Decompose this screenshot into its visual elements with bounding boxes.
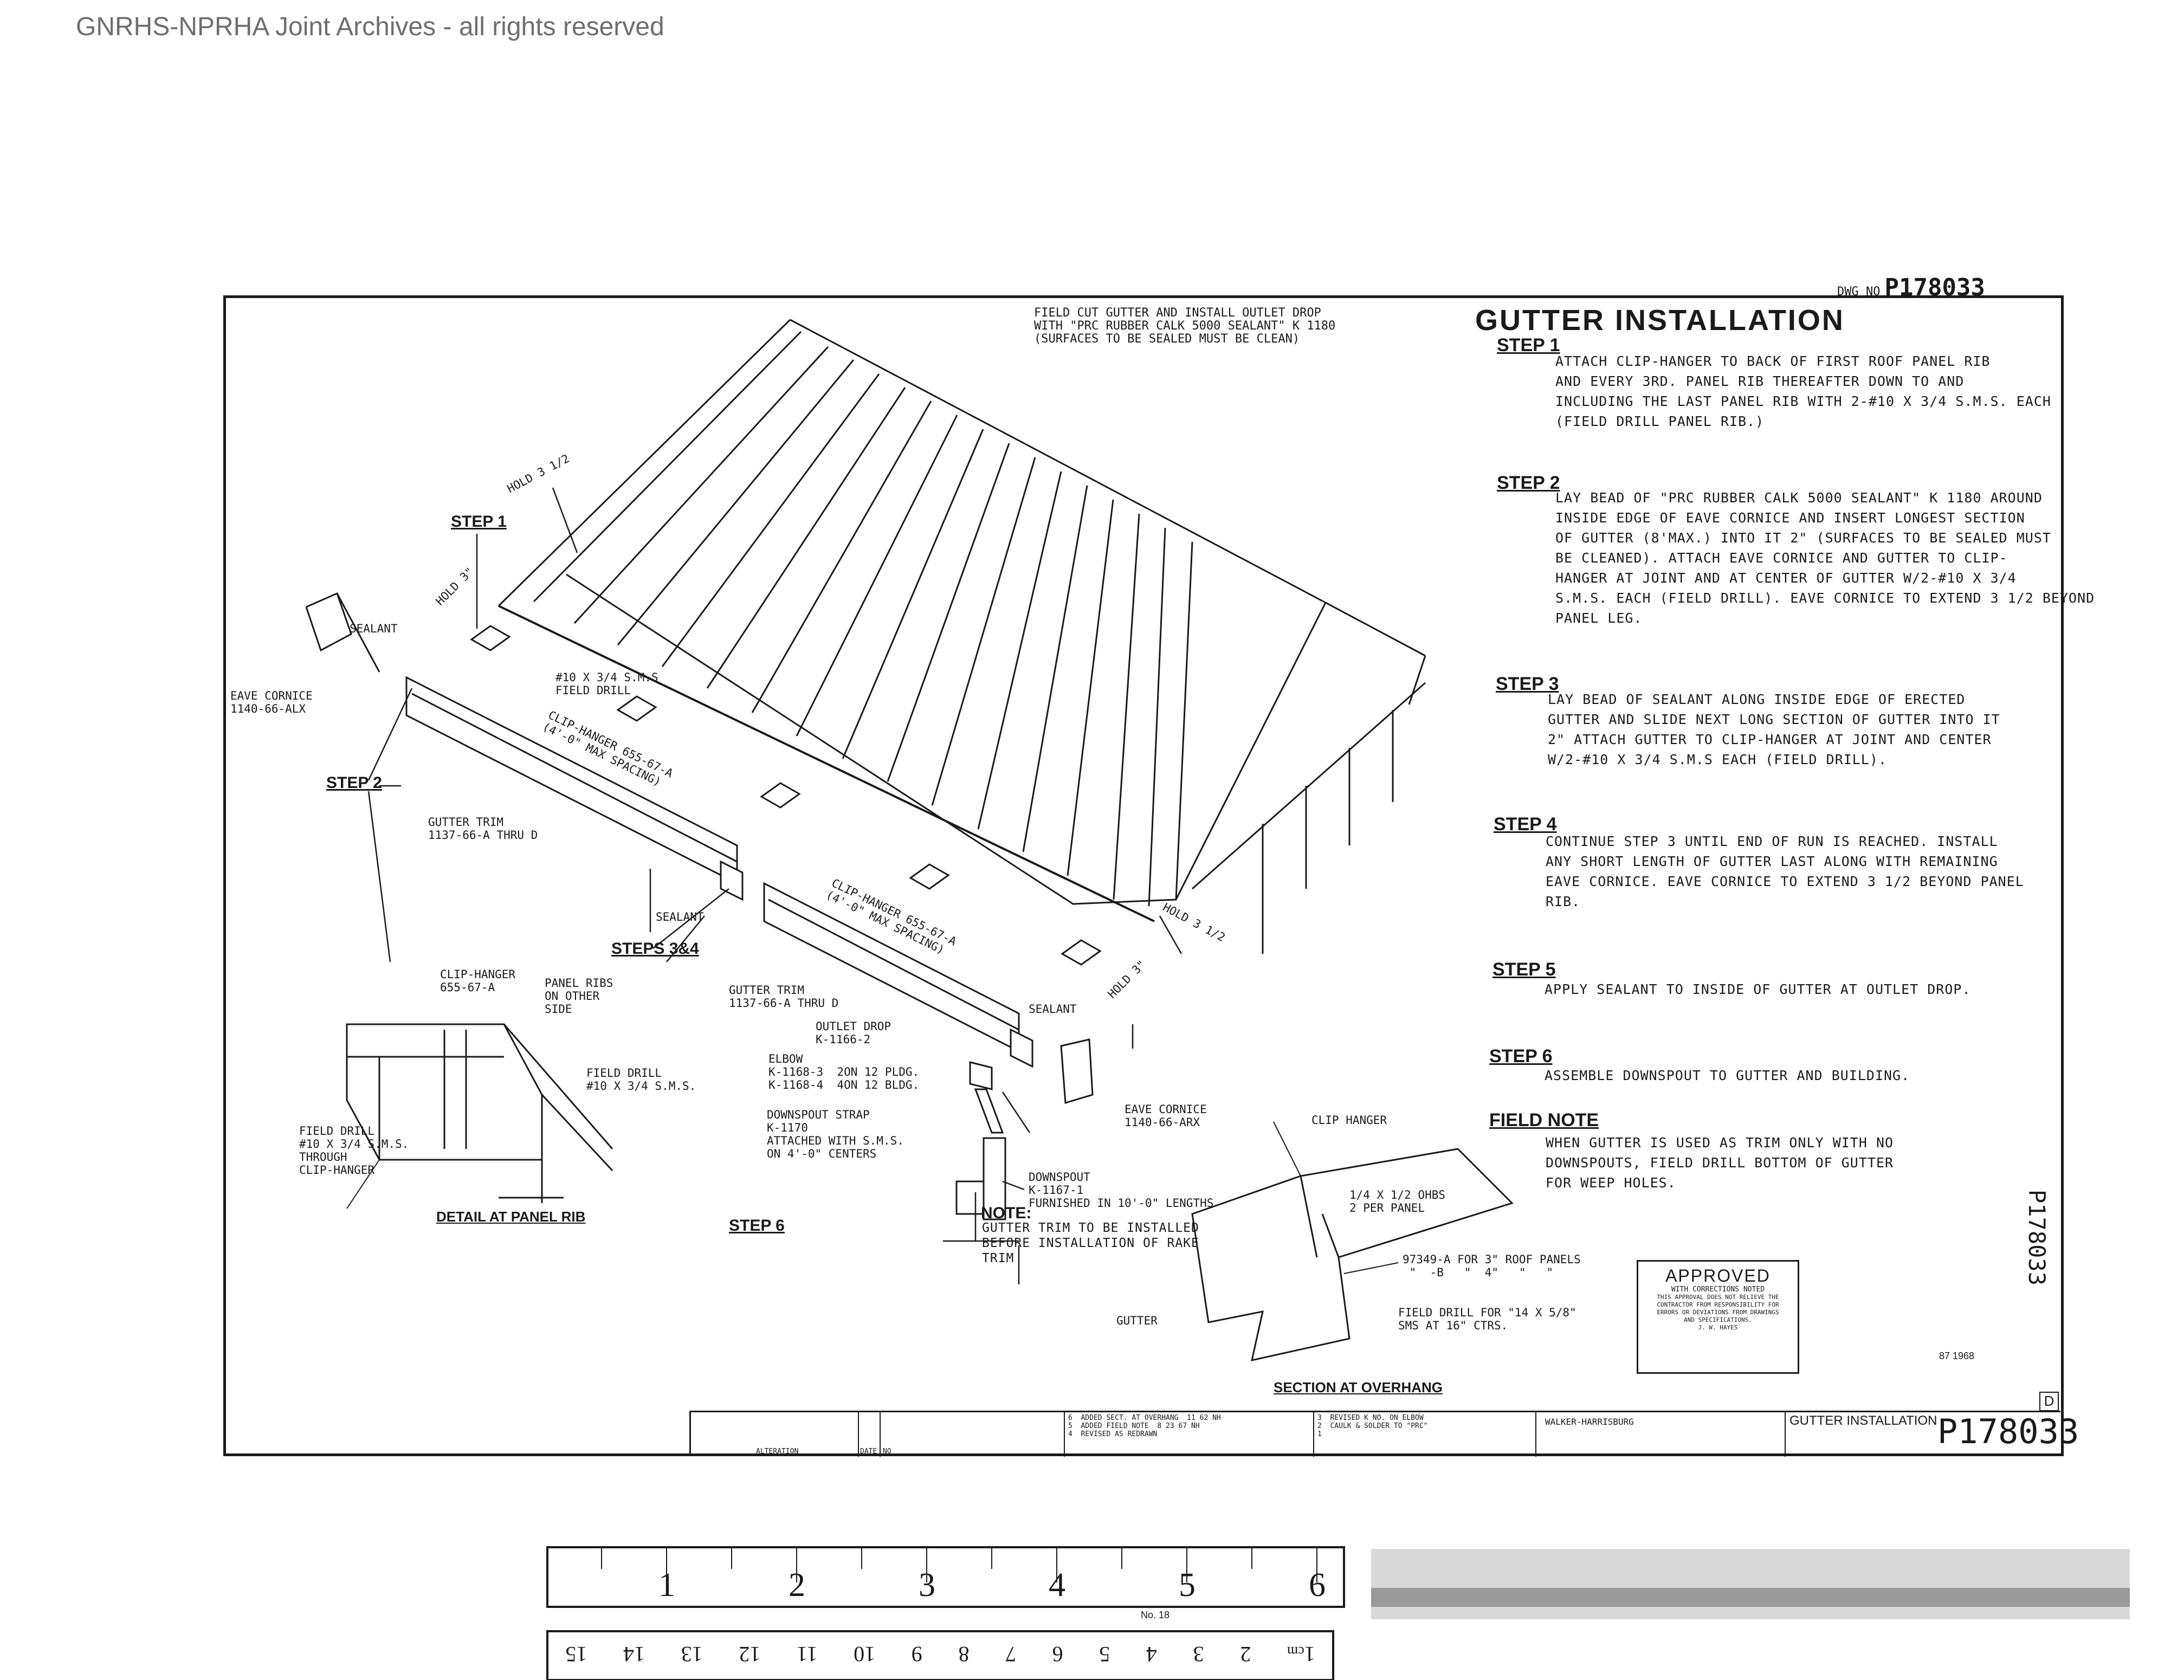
roof-panels: [497, 319, 1426, 954]
blurred-strip-band: [1371, 1588, 2130, 1607]
step-2-heading: STEP 2: [1497, 473, 1560, 493]
leader-lines: [367, 487, 1183, 1284]
approval-sub: WITH CORRECTIONS NOTED: [1671, 1285, 1765, 1294]
section-field-drill-label: FIELD DRILL FOR "14 X 5/8" SMS AT 16" CT…: [1398, 1306, 1576, 1332]
ruler-cm-3: 3: [1193, 1642, 1204, 1667]
ruler-cm-4: 4: [1146, 1642, 1157, 1667]
measurement-ruler: [546, 1546, 1345, 1680]
ruler-cm-1: 1cm: [1287, 1642, 1315, 1667]
step-3-heading: STEP 3: [1496, 674, 1559, 694]
eave-cornice-right-label: EAVE CORNICE 1140-66-ARX: [1125, 1103, 1207, 1129]
callout-steps-3-4: STEPS 3&4: [611, 940, 699, 958]
ruler-inch-5: 5: [1179, 1567, 1196, 1604]
drawing-number-side: P178033: [2024, 1190, 2050, 1286]
gutter-trim-label-1: GUTTER TRIM 1137-66-A THRU D: [428, 816, 538, 842]
field-note-heading: FIELD NOTE: [1489, 1110, 1599, 1130]
step-5-heading: STEP 5: [1492, 959, 1556, 980]
gutter-trim-label-2: GUTTER TRIM 1137-66-A THRU D: [729, 984, 839, 1010]
ruler-cm-10: 10: [854, 1642, 876, 1667]
date-stamp: 87 1968: [1939, 1351, 1975, 1361]
section-title: SECTION AT OVERHANG: [1274, 1379, 1443, 1395]
approval-stamp: APPROVED WITH CORRECTIONS NOTED THIS APP…: [1637, 1260, 1799, 1374]
eave-cornice-left-label: EAVE CORNICE 1140-66-ALX: [230, 689, 313, 715]
archive-watermark: GNRHS-NPRHA Joint Archives - all rights …: [76, 12, 664, 41]
panel-rib-detail: [346, 1023, 613, 1209]
ruler-cm-5: 5: [1099, 1642, 1110, 1667]
tb-company: WALKER-HARRISBURG: [1536, 1412, 1786, 1457]
step-1-text: ATTACH CLIP-HANGER TO BACK OF FIRST ROOF…: [1555, 353, 2051, 429]
tb-revisions-1: 6 ADDED SECT. AT OVERHANG 11 62 NH 5 ADD…: [1065, 1412, 1314, 1457]
detail-panel-ribs-label: PANEL RIBS ON OTHER SIDE: [545, 977, 613, 1016]
ruler-inch-4: 4: [1049, 1567, 1065, 1604]
step-3-text: LAY BEAD OF SEALANT ALONG INSIDE EDGE OF…: [1548, 692, 2000, 767]
ruler-label: No. 18: [1141, 1610, 1170, 1620]
title-block-number: P178033: [1937, 1412, 2079, 1451]
title-block: ALTERATION DATE NO 6 ADDED SECT. AT OVER…: [689, 1411, 2060, 1457]
ruler-cm-11: 11: [797, 1642, 818, 1667]
step-4-heading: STEP 4: [1494, 814, 1557, 835]
ruler-cm-12: 12: [739, 1642, 761, 1667]
gutter-sections: [305, 592, 1102, 1220]
drawing-frame: [223, 295, 2064, 1456]
outlet-drop-label: OUTLET DROP K-1166-2: [816, 1020, 891, 1046]
ruler-inch-1: 1: [658, 1567, 675, 1604]
sealant-label-center: SEALANT: [656, 910, 704, 923]
detail-field-drill-label: FIELD DRILL #10 X 3/4 S.M.S.: [586, 1067, 696, 1093]
section-panels-label: 97349-A FOR 3" ROOF PANELS " -B " 4" " ": [1403, 1253, 1581, 1279]
callout-step-2: STEP 2: [326, 774, 382, 792]
approval-by: J. W. HAYES: [1698, 1324, 1738, 1331]
ruler-cm-2: 2: [1240, 1642, 1251, 1667]
ruler-cm-13: 13: [681, 1642, 703, 1667]
ruler-cm-14: 14: [623, 1642, 645, 1667]
title-block-title: GUTTER INSTALLATION: [1789, 1413, 1937, 1428]
overhang-section: [1191, 1121, 1514, 1361]
step-2-text: LAY BEAD OF "PRC RUBBER CALK 5000 SEALAN…: [1555, 490, 2095, 626]
approval-body: THIS APPROVAL DOES NOT RELIEVE THE CONTR…: [1657, 1294, 1779, 1323]
ruler-inch-2: 2: [789, 1567, 805, 1604]
section-bolts-label: 1/4 X 1/2 OHBS 2 PER PANEL: [1349, 1188, 1446, 1214]
ruler-cm-8: 8: [958, 1642, 970, 1667]
detail-clip-hanger-label: CLIP-HANGER 655-67-A: [440, 968, 516, 994]
ruler-inch-6: 6: [1309, 1567, 1326, 1604]
ruler-cm-9: 9: [911, 1642, 922, 1667]
section-clip-hanger-label: CLIP HANGER: [1311, 1114, 1387, 1127]
note-text: GUTTER TRIM TO BE INSTALLED BEFORE INSTA…: [982, 1221, 1199, 1265]
step-6-text: ASSEMBLE DOWNSPOUT TO GUTTER AND BUILDIN…: [1545, 1068, 1910, 1083]
tb-alteration-1: ALTERATION: [691, 1412, 859, 1457]
ruler-cm-scale: 1cm 2 3 4 5 6 7 8 9 10 11 12 13 14 15: [547, 1636, 1333, 1673]
step-4-text: CONTINUE STEP 3 UNTIL END OF RUN IS REAC…: [1546, 833, 2024, 909]
tb-alteration-2: NO: [881, 1412, 1065, 1457]
callout-step-1: STEP 1: [451, 513, 507, 531]
detail-field-drill-through-label: FIELD DRILL #10 X 3/4 S.M.S. THROUGH CLI…: [299, 1125, 409, 1177]
ruler-cm-7: 7: [1005, 1642, 1017, 1667]
step-1-heading: STEP 1: [1497, 335, 1560, 356]
sealant-label-right: SEALANT: [1029, 1003, 1077, 1016]
ruler-cm-6: 6: [1052, 1642, 1063, 1667]
sms-field-drill-label: #10 X 3/4 S.M.S FIELD DRILL: [555, 671, 658, 697]
callout-step-6: STEP 6: [729, 1217, 785, 1235]
elbow-label: ELBOW K-1168-3 2ON 12 PLDG. K-1168-4 4ON…: [768, 1052, 920, 1091]
downspout-label: DOWNSPOUT K-1167-1 FURNISHED IN 10'-0" L…: [1029, 1171, 1214, 1210]
note-heading: NOTE:: [981, 1204, 1032, 1222]
revision-letter: D: [2039, 1392, 2059, 1411]
section-gutter-label: GUTTER: [1116, 1314, 1158, 1327]
tb-revisions-2: 3 REVISED K NO. ON ELBOW 2 CAULK & SOLDE…: [1314, 1412, 1536, 1457]
drawing-title: GUTTER INSTALLATION: [1475, 304, 1845, 337]
detail-title: DETAIL AT PANEL RIB: [436, 1209, 586, 1225]
field-note-text: WHEN GUTTER IS USED AS TRIM ONLY WITH NO…: [1546, 1135, 1894, 1191]
blurred-strip: [1371, 1549, 2130, 1619]
ruler-cm-15: 15: [565, 1642, 587, 1667]
approval-word: APPROVED: [1665, 1266, 1771, 1285]
sealant-label-left: SEALANT: [350, 622, 398, 635]
ruler-inch-3: 3: [919, 1567, 935, 1604]
downspout-strap-label: DOWNSPOUT STRAP K-1170 ATTACHED WITH S.M…: [767, 1108, 904, 1160]
tb-date-1: DATE: [859, 1412, 881, 1457]
step-6-heading: STEP 6: [1489, 1046, 1553, 1067]
outlet-drop-note: FIELD CUT GUTTER AND INSTALL OUTLET DROP…: [1034, 306, 1336, 346]
step-5-text: APPLY SEALANT TO INSIDE OF GUTTER AT OUT…: [1545, 981, 1971, 997]
